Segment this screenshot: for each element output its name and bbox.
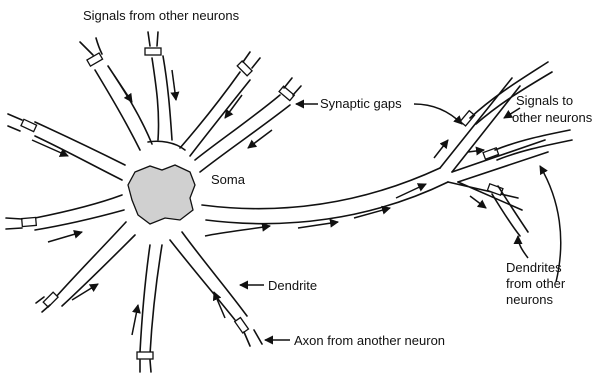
arrow-14 — [434, 140, 448, 158]
label-dendrites: Dendrites — [506, 260, 562, 275]
incoming-axon-5 — [8, 114, 22, 131]
label-from-other: from other — [506, 276, 566, 291]
incoming-axon-2 — [148, 32, 158, 46]
neuron-cell — [28, 56, 550, 355]
synapse-cap-4 — [279, 86, 294, 100]
label-neurons: neurons — [506, 292, 553, 307]
dendrite-upper-right-2 — [195, 95, 290, 172]
label-signals-to: Signals to — [516, 93, 573, 108]
label-dendrite: Dendrite — [268, 278, 317, 293]
synapse-cap-6 — [22, 217, 37, 226]
incoming-axon-8 — [140, 360, 151, 372]
dendrite-upper-left — [95, 66, 152, 150]
label-synaptic-gaps: Synaptic gaps — [320, 96, 402, 111]
pointer-dendrites-1 — [518, 236, 528, 258]
synapse-cap-10 — [460, 111, 474, 126]
incoming-axon-1 — [80, 38, 102, 55]
arrow-1 — [114, 75, 132, 102]
dendrite-top — [152, 56, 172, 140]
arrow-10 — [205, 226, 270, 236]
pointer-synaptic-gap-right — [414, 104, 462, 124]
synapse-cap-1 — [87, 53, 103, 66]
arrow-2 — [172, 70, 176, 100]
incoming-axon-6 — [6, 218, 22, 229]
synapse-cap-9 — [235, 318, 249, 333]
synapse-cap-2 — [145, 48, 161, 55]
label-signals-from-other-neurons: Signals from other neurons — [83, 8, 240, 23]
incoming-axon-9 — [244, 330, 262, 346]
label-axon-from-another-neuron: Axon from another neuron — [294, 333, 445, 348]
arrow-6 — [48, 232, 82, 242]
synapse-cap-8 — [137, 352, 153, 359]
arrow-4 — [248, 130, 272, 148]
soma-fill — [28, 80, 550, 355]
nucleus — [128, 165, 195, 224]
label-other-neurons: other neurons — [512, 110, 593, 125]
label-soma: Soma — [211, 172, 246, 187]
